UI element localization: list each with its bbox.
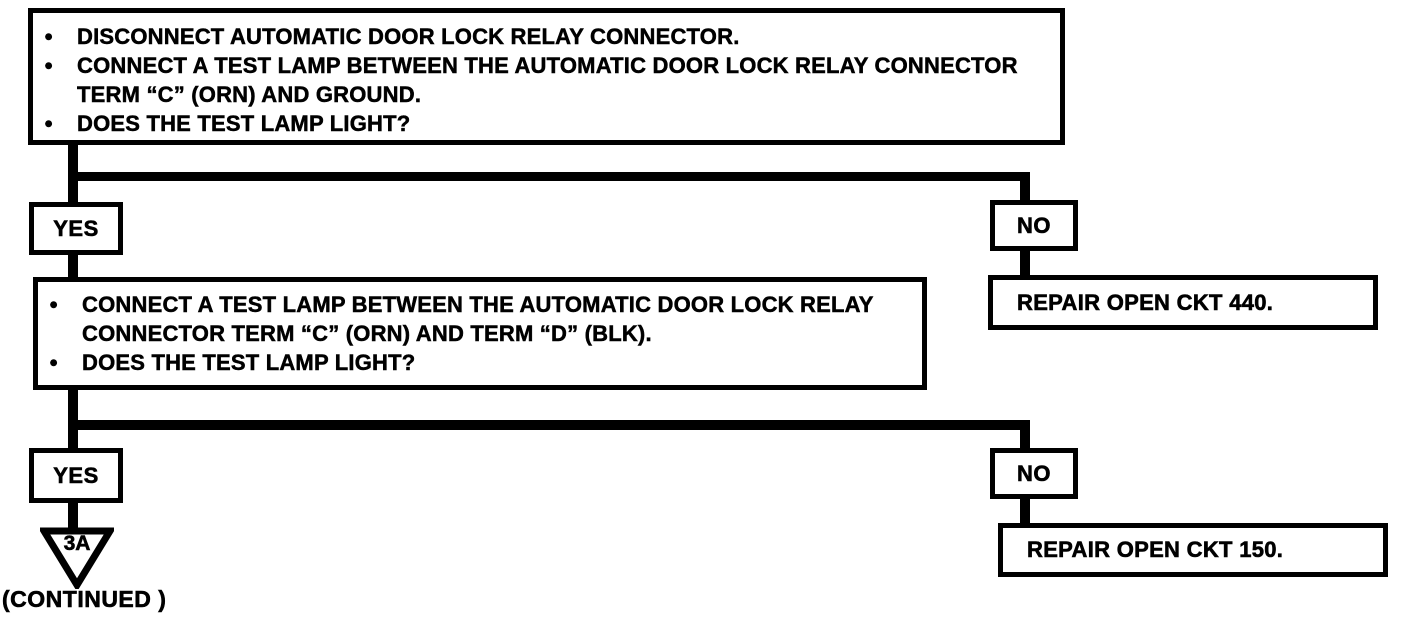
step-box-1: ● DISCONNECT AUTOMATIC DOOR LOCK RELAY C… bbox=[28, 8, 1065, 145]
connector-line bbox=[1020, 497, 1030, 525]
bullet-icon: ● bbox=[49, 354, 59, 372]
connector-line bbox=[68, 388, 78, 450]
connector-line bbox=[1020, 426, 1030, 450]
bullet-spacer bbox=[38, 319, 82, 348]
bullet-icon: ● bbox=[44, 115, 54, 133]
instruction-row: ● CONNECT A TEST LAMP BETWEEN THE AUTOMA… bbox=[38, 290, 922, 319]
continued-caption: (CONTINUED ) bbox=[2, 586, 167, 613]
connector-label: 3A bbox=[63, 532, 91, 556]
bullet-spacer bbox=[33, 80, 77, 109]
repair-action-box-1: REPAIR OPEN CKT 440. bbox=[988, 275, 1378, 330]
instruction-row: ● DISCONNECT AUTOMATIC DOOR LOCK RELAY C… bbox=[33, 22, 1060, 51]
instruction-text: TERM “C” (ORN) AND GROUND. bbox=[77, 82, 422, 108]
connector-line bbox=[68, 501, 78, 529]
instruction-text: CONNECTOR TERM “C” (ORN) AND TERM “D” (B… bbox=[82, 321, 652, 347]
instruction-text: CONNECT A TEST LAMP BETWEEN THE AUTOMATI… bbox=[77, 53, 1018, 79]
no-box-1: NO bbox=[990, 200, 1078, 251]
yes-box-1: YES bbox=[29, 202, 123, 255]
instruction-row: ● CONNECT A TEST LAMP BETWEEN THE AUTOMA… bbox=[33, 51, 1060, 80]
instruction-text: CONNECT A TEST LAMP BETWEEN THE AUTOMATI… bbox=[82, 292, 874, 318]
step-box-2: ● CONNECT A TEST LAMP BETWEEN THE AUTOMA… bbox=[33, 277, 927, 390]
instruction-text: DISCONNECT AUTOMATIC DOOR LOCK RELAY CON… bbox=[77, 24, 740, 50]
off-page-connector-triangle-icon bbox=[37, 527, 117, 592]
instruction-text: DOES THE TEST LAMP LIGHT? bbox=[82, 350, 416, 376]
instruction-row: ● DOES THE TEST LAMP LIGHT? bbox=[38, 348, 922, 377]
connector-line bbox=[68, 420, 1030, 430]
no-box-2: NO bbox=[990, 448, 1078, 499]
connector-line bbox=[68, 172, 1030, 181]
connector-line bbox=[1020, 177, 1030, 203]
connector-line bbox=[1020, 249, 1030, 277]
yes-box-2: YES bbox=[29, 448, 123, 503]
connector-line bbox=[68, 253, 78, 279]
bullet-icon: ● bbox=[44, 57, 54, 75]
instruction-row: ● DOES THE TEST LAMP LIGHT? bbox=[33, 109, 1060, 138]
bullet-icon: ● bbox=[49, 296, 59, 314]
instruction-row: CONNECTOR TERM “C” (ORN) AND TERM “D” (B… bbox=[38, 319, 922, 348]
repair-action-box-2: REPAIR OPEN CKT 150. bbox=[998, 523, 1388, 577]
instruction-text: DOES THE TEST LAMP LIGHT? bbox=[77, 111, 411, 137]
bullet-icon: ● bbox=[44, 28, 54, 46]
instruction-row: TERM “C” (ORN) AND GROUND. bbox=[33, 80, 1060, 109]
